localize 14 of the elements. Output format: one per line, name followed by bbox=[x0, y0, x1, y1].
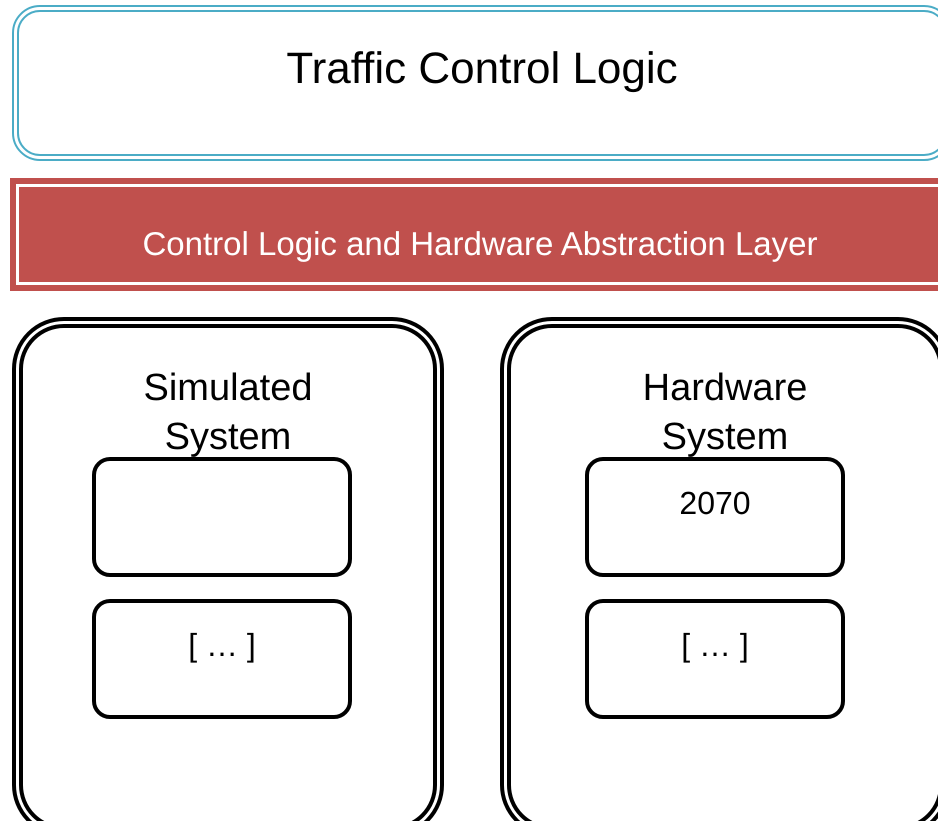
component-label: 2070 bbox=[678, 484, 752, 523]
heading: Simulated System bbox=[142, 366, 314, 460]
heading: Traffic Control Logic bbox=[285, 43, 679, 95]
system-container bbox=[500, 317, 938, 821]
heading: Hardware System bbox=[642, 366, 808, 460]
component-box bbox=[585, 599, 845, 719]
component-box bbox=[585, 457, 845, 577]
component-box bbox=[92, 599, 352, 719]
title-box bbox=[12, 5, 938, 161]
component-label: [ … ] bbox=[680, 626, 750, 665]
heading: Control Logic and Hardware Abstraction Layer bbox=[141, 224, 819, 264]
component-box bbox=[92, 457, 352, 577]
system-container bbox=[12, 317, 444, 821]
component-label: [ … ] bbox=[187, 626, 257, 665]
